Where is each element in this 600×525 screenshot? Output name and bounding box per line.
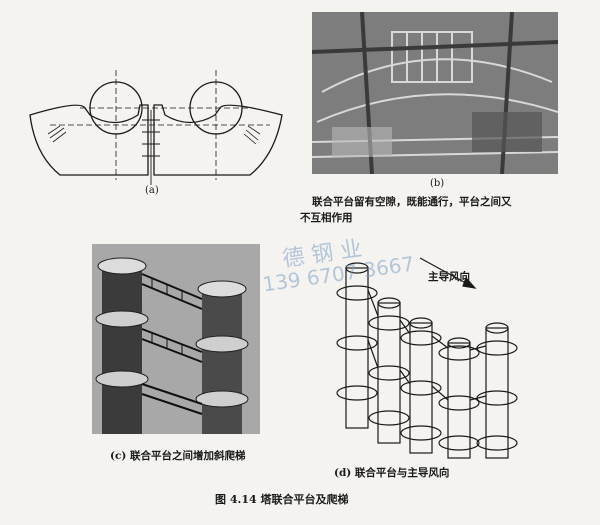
figure-caption: 图 4.14 塔联合平台及爬梯 [215,493,349,506]
label-a: (a) [145,185,159,196]
photo-towers-ladders [92,244,260,434]
columns-wind-diagram [336,257,518,459]
label-c: (c) 联合平台之间增加斜爬梯 [110,450,246,462]
caption-b-line1: 联合平台留有空隙，既能通行，平台之间又 [312,196,512,208]
wind-direction-label: 主导风向 [428,271,470,283]
photo-overhead-platform [312,12,558,174]
label-b: (b) [430,178,445,189]
caption-b-line2: 不互相作用 [300,212,353,224]
platform-section-drawing [29,70,283,185]
label-d: (d) 联合平台与主导风向 [334,467,450,479]
